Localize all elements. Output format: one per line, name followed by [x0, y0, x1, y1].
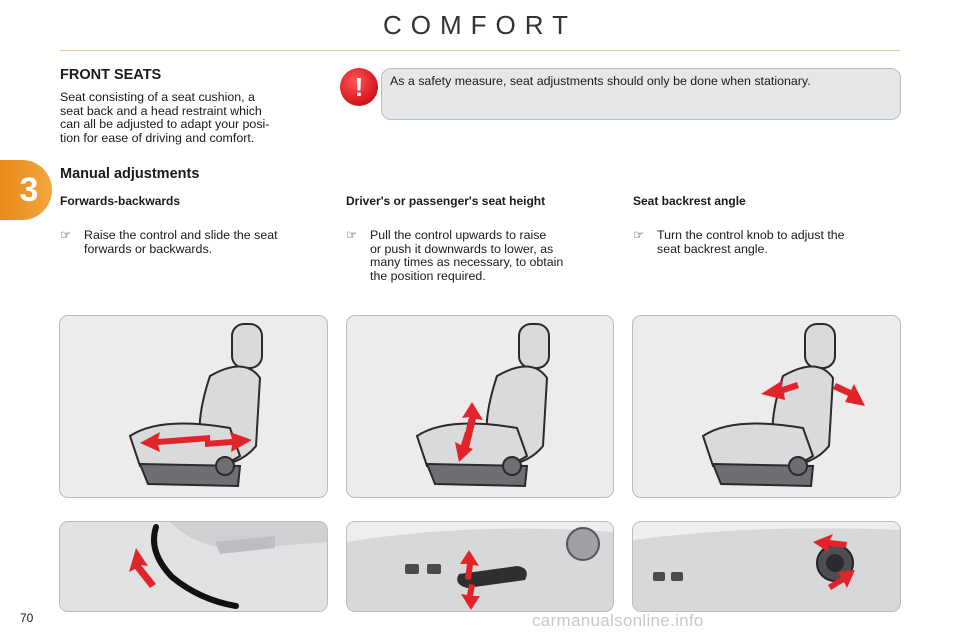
- heading-backrest-angle: Seat backrest angle: [633, 194, 746, 208]
- pointing-hand-icon: ☞: [633, 228, 645, 242]
- illustration-backrest-knob: [632, 521, 901, 612]
- description-line: seat back and a head restraint which: [60, 103, 262, 118]
- instruction-line: seat backrest angle.: [657, 241, 768, 256]
- instruction-line: Raise the control and slide the seat: [84, 228, 278, 242]
- section-title-manual-adjustments: Manual adjustments: [60, 166, 200, 182]
- page-number: 70: [20, 611, 34, 625]
- illustration-height-lever: [346, 521, 614, 612]
- chapter-tab: [0, 160, 52, 220]
- watermark: carmanualsonline.info: [532, 611, 704, 630]
- heading-forwards-backwards: Forwards-backwards: [60, 194, 181, 208]
- illustration-seat-forwards-backwards: [59, 315, 328, 498]
- illustration-seat-backrest: [632, 315, 901, 498]
- pointing-hand-icon: ☞: [60, 228, 72, 242]
- exclamation-icon: !: [340, 68, 378, 106]
- description-line: can all be adjusted to adapt your posi-: [60, 117, 270, 131]
- instruction-line: forwards or backwards.: [84, 241, 213, 256]
- instruction-line: many times as necessary, to obtain: [370, 255, 564, 269]
- front-seats-description: Seat consisting of a seat cushion, a sea…: [60, 90, 328, 145]
- heading-seat-height: Driver's or passenger's seat height: [346, 194, 546, 208]
- section-title-front-seats: FRONT SEATS: [60, 67, 162, 83]
- instruction-line: or push it downwards to lower, as: [370, 241, 554, 256]
- illustration-control-bar: [59, 521, 328, 612]
- chapter-number: 3: [19, 171, 39, 209]
- instruction-line: Pull the control upwards to raise: [370, 228, 547, 242]
- instruction-line: Turn the control knob to adjust the: [657, 228, 845, 242]
- header-divider: [60, 50, 900, 51]
- description-line: tion for ease of driving and comfort.: [60, 130, 255, 145]
- illustration-seat-height: [346, 315, 614, 498]
- instruction-line: the position required.: [370, 268, 486, 283]
- pointing-hand-icon: ☞: [346, 228, 358, 242]
- safety-warning-box: [381, 68, 901, 120]
- description-line: Seat consisting of a seat cushion, a: [60, 90, 255, 104]
- safety-warning-text: As a safety measure, seat adjustments sh…: [390, 74, 811, 88]
- page-title: COMFORT: [383, 10, 577, 40]
